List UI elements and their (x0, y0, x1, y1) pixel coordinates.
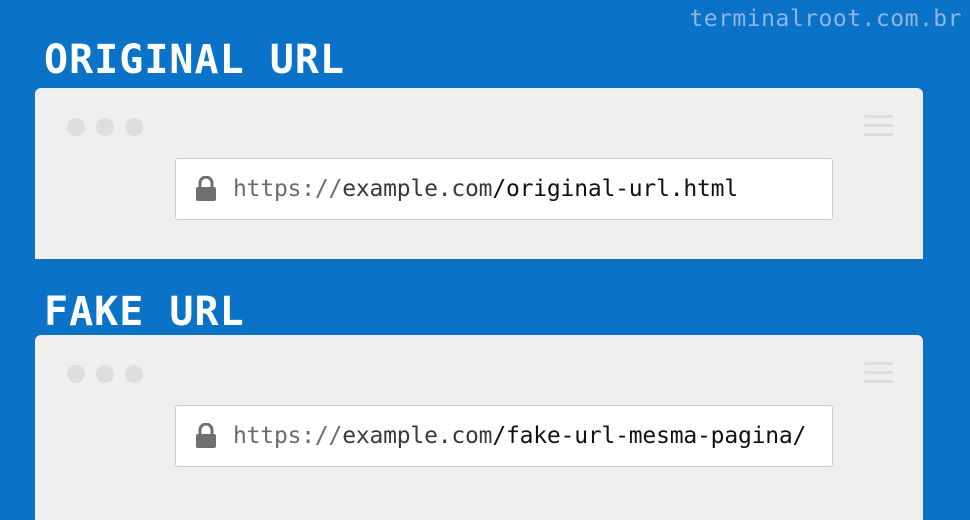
fake-url-heading: FAKE URL (44, 289, 245, 335)
hamburger-menu-icon[interactable] (864, 115, 893, 142)
url-text[interactable]: https://example.com/original-url.html (233, 176, 738, 202)
site-watermark: terminalroot.com.br (689, 6, 962, 32)
window-controls (67, 118, 143, 136)
url-host: example.com (342, 423, 493, 449)
url-scheme: https:// (233, 176, 343, 202)
hamburger-menu-icon[interactable] (864, 362, 893, 389)
window-dot-icon[interactable] (67, 118, 85, 136)
window-dot-icon[interactable] (96, 118, 114, 136)
url-host: example.com (342, 176, 493, 202)
window-dot-icon[interactable] (67, 365, 85, 383)
url-path: /original-url.html (492, 176, 738, 202)
address-bar[interactable]: https://example.com/fake-url-mesma-pagin… (175, 405, 833, 467)
window-dot-icon[interactable] (125, 365, 143, 383)
lock-icon (196, 176, 216, 201)
browser-window-original: https://example.com/original-url.html (35, 88, 923, 259)
url-path: /fake-url-mesma-pagina/ (492, 423, 807, 449)
window-dot-icon[interactable] (96, 365, 114, 383)
original-url-heading: ORIGINAL URL (44, 37, 345, 83)
url-text[interactable]: https://example.com/fake-url-mesma-pagin… (233, 423, 806, 449)
browser-window-fake: https://example.com/fake-url-mesma-pagin… (35, 335, 923, 520)
window-dot-icon[interactable] (125, 118, 143, 136)
window-controls (67, 365, 143, 383)
lock-icon (196, 423, 216, 448)
address-bar[interactable]: https://example.com/original-url.html (175, 158, 833, 220)
url-scheme: https:// (233, 423, 343, 449)
